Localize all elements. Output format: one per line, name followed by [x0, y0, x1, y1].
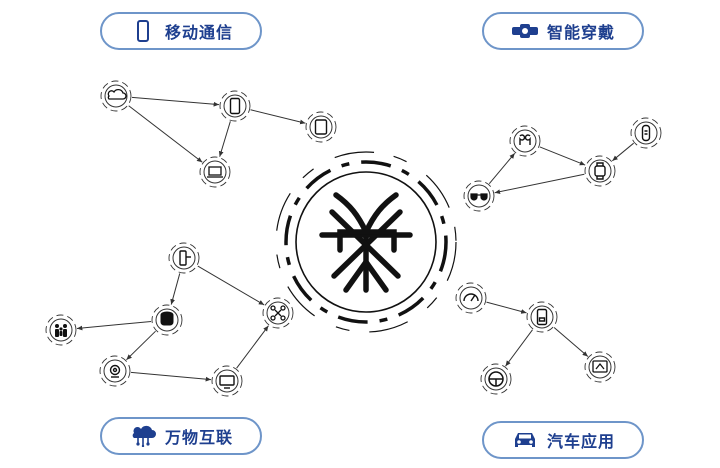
- camera-icon: [109, 364, 121, 378]
- smartwatch-icon: [594, 162, 606, 180]
- camera-node: [99, 355, 131, 387]
- steering-wheel-icon: [488, 371, 504, 387]
- edge-carphone-navscreen: [553, 327, 589, 357]
- steering-wheel-node: [480, 363, 512, 395]
- edge-watch-glasses: [494, 173, 585, 195]
- smartphone-icon: [136, 20, 149, 42]
- smart-glasses-icon: [470, 193, 488, 201]
- smartphone-icon: [229, 97, 241, 115]
- smartphone-node: [219, 90, 251, 122]
- tablet-node: [305, 111, 337, 143]
- smart-lock-icon: [179, 250, 191, 266]
- speedometer-icon: [463, 293, 479, 302]
- cloud-network-icon: [132, 425, 156, 447]
- edge-speaker-family: [76, 321, 152, 331]
- car-phone-icon: [536, 308, 548, 326]
- category-iot[interactable]: 万物互联: [100, 417, 262, 455]
- laptop-node: [199, 156, 231, 188]
- device-nodes: [45, 80, 662, 397]
- edge-tv-drone: [236, 325, 269, 369]
- edge-speaker-camera: [126, 330, 156, 361]
- drone-node: [262, 297, 294, 329]
- edge-phone-laptop: [218, 121, 231, 157]
- edge-band-watch: [612, 142, 634, 162]
- navigation-screen-icon: [592, 360, 608, 373]
- speaker-icon: [160, 311, 174, 326]
- fitness-band-node: [630, 117, 662, 149]
- smartwatch-icon: [511, 24, 538, 38]
- family-icon: [55, 324, 67, 337]
- speedometer-node: [455, 282, 487, 314]
- category-iot-label: 万物互联: [164, 428, 233, 447]
- category-auto-label: 汽车应用: [546, 432, 615, 451]
- tablet-icon: [314, 119, 328, 135]
- earbuds-icon: [519, 134, 531, 145]
- tv-icon: [219, 375, 235, 389]
- edge-glasses-earbuds: [488, 152, 516, 185]
- car-icon: [514, 433, 535, 447]
- edge-phone-tablet: [250, 109, 306, 125]
- earbuds-node: [509, 125, 541, 157]
- tv-node: [211, 365, 243, 397]
- cloud-icon: [107, 88, 127, 100]
- edge-cloud-laptop: [128, 105, 203, 163]
- edge-lock-drone: [197, 265, 265, 306]
- connection-lines: [76, 96, 634, 382]
- navigation-screen-node: [584, 351, 616, 383]
- edge-earbuds-watch: [539, 146, 586, 166]
- fitness-band-icon: [641, 124, 651, 142]
- drone-icon: [270, 305, 286, 321]
- laptop-icon: [207, 166, 223, 178]
- smart-lock-node: [168, 242, 200, 274]
- smart-glasses-node: [463, 180, 495, 212]
- edge-cloud-phone: [131, 96, 220, 107]
- edge-lock-speaker: [170, 273, 181, 305]
- category-wearable-label: 智能穿戴: [546, 23, 615, 42]
- center-hub: [275, 151, 457, 333]
- family-node: [45, 314, 77, 346]
- speaker-node: [151, 304, 183, 336]
- brand-logo-icon: [319, 192, 413, 293]
- category-mobile[interactable]: 移动通信: [100, 12, 262, 50]
- category-auto[interactable]: 汽车应用: [482, 421, 644, 459]
- edge-camera-tv: [130, 371, 212, 382]
- category-wearable[interactable]: 智能穿戴: [482, 12, 644, 50]
- car-phone-node: [526, 301, 558, 333]
- cloud-node: [100, 80, 132, 112]
- edge-carphone-wheel: [505, 329, 533, 367]
- category-mobile-label: 移动通信: [164, 23, 233, 42]
- edge-gauge-carphone: [486, 301, 527, 314]
- smartwatch-node: [584, 155, 616, 187]
